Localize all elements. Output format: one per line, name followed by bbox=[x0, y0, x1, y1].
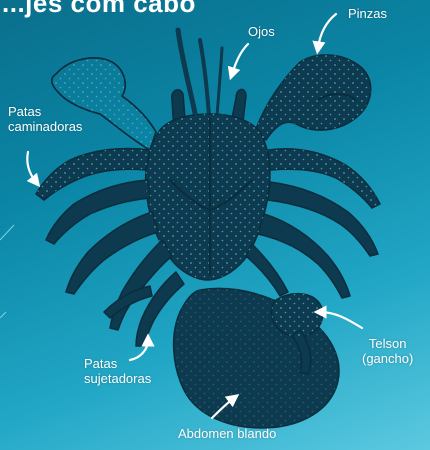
label-patas-caminadoras-line1: Patas bbox=[8, 104, 82, 119]
arrow-telson bbox=[320, 312, 362, 328]
label-telson: Telson (gancho) bbox=[362, 336, 413, 366]
arrow-pinzas bbox=[318, 14, 336, 48]
label-ojos: Ojos bbox=[248, 24, 275, 39]
label-patas-sujetadoras-line2: sujetadoras bbox=[84, 371, 151, 386]
label-patas-sujetadoras-line1: Patas bbox=[84, 356, 151, 371]
label-patas-sujetadoras: Patas sujetadoras bbox=[84, 356, 151, 386]
label-patas-caminadoras-line2: caminadoras bbox=[8, 119, 82, 134]
label-pinzas: Pinzas bbox=[348, 6, 387, 21]
label-telson-line1: Telson bbox=[362, 336, 413, 351]
label-abdomen-blando: Abdomen blando bbox=[178, 426, 276, 441]
arrow-patas-caminadoras bbox=[27, 152, 36, 182]
label-telson-line2: (gancho) bbox=[362, 351, 413, 366]
arrow-ojos bbox=[232, 44, 248, 74]
label-patas-caminadoras: Patas caminadoras bbox=[8, 104, 82, 134]
